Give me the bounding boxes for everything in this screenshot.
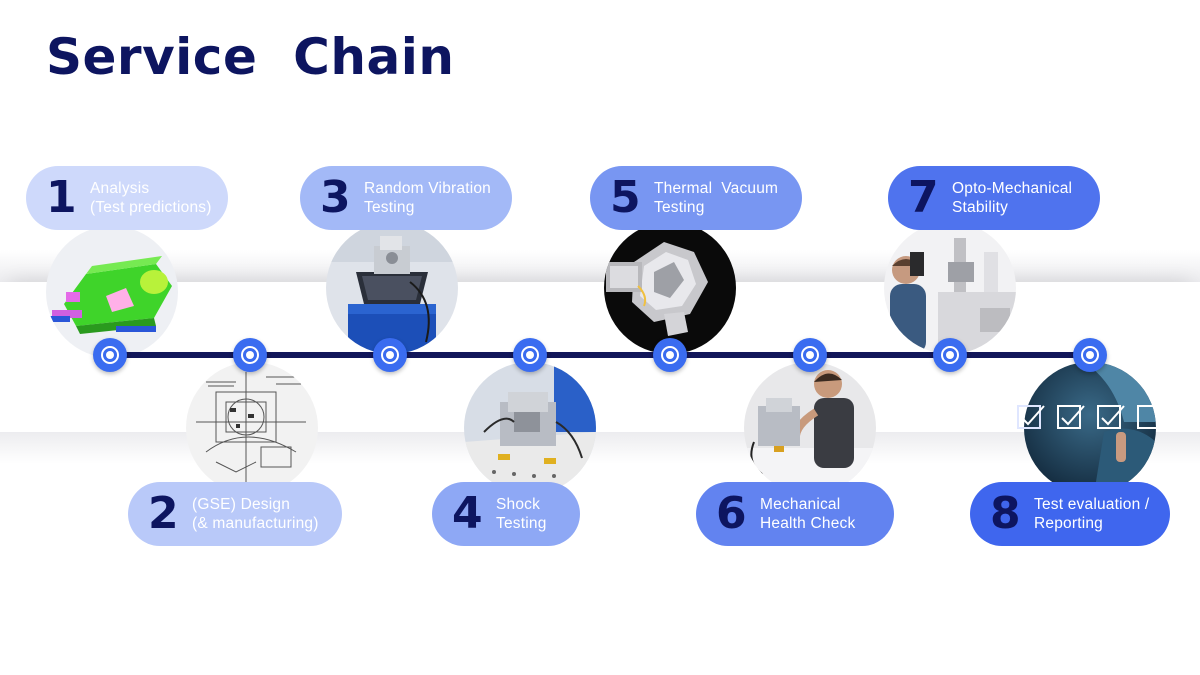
- step-number: 3: [320, 172, 351, 223]
- step-number: 8: [990, 488, 1021, 539]
- band-shade-bottom: [0, 432, 1200, 464]
- step-number: 7: [908, 172, 939, 223]
- technical-drawing-icon: [186, 362, 318, 494]
- step-label: (GSE) Design(& manufacturing): [192, 496, 319, 532]
- step-label: Analysis(Test predictions): [90, 180, 212, 216]
- technician-icon: [744, 362, 876, 494]
- band-shade-top: [0, 250, 1200, 282]
- page-title: Service Chain: [46, 28, 455, 86]
- measurement-instrument-icon: [884, 222, 1016, 354]
- timeline-node: [653, 338, 687, 372]
- step-number: 2: [148, 488, 179, 539]
- step-number: 4: [452, 488, 483, 539]
- timeline-line: [110, 352, 1092, 358]
- step-number: 5: [610, 172, 641, 223]
- step-2-pill: 2 (GSE) Design(& manufacturing): [128, 482, 342, 546]
- vibration-shaker-icon: [326, 222, 458, 354]
- checklist-icon: [1017, 405, 1161, 429]
- step-label: Test evaluation /Reporting: [1034, 496, 1150, 532]
- step-number: 1: [46, 172, 77, 223]
- step-8-pill: 8 Test evaluation /Reporting: [970, 482, 1170, 546]
- timeline-node: [373, 338, 407, 372]
- thermal-blanket-icon: [604, 222, 736, 354]
- timeline-node: [93, 338, 127, 372]
- timeline-node: [933, 338, 967, 372]
- timeline-node: [1073, 338, 1107, 372]
- cad-model-icon: [46, 226, 178, 358]
- timeline-node: [793, 338, 827, 372]
- step-1-pill: 1 Analysis(Test predictions): [26, 166, 228, 230]
- step-number: 6: [716, 488, 747, 539]
- timeline-node: [513, 338, 547, 372]
- timeline-node: [233, 338, 267, 372]
- shock-test-fixture-icon: [464, 362, 596, 494]
